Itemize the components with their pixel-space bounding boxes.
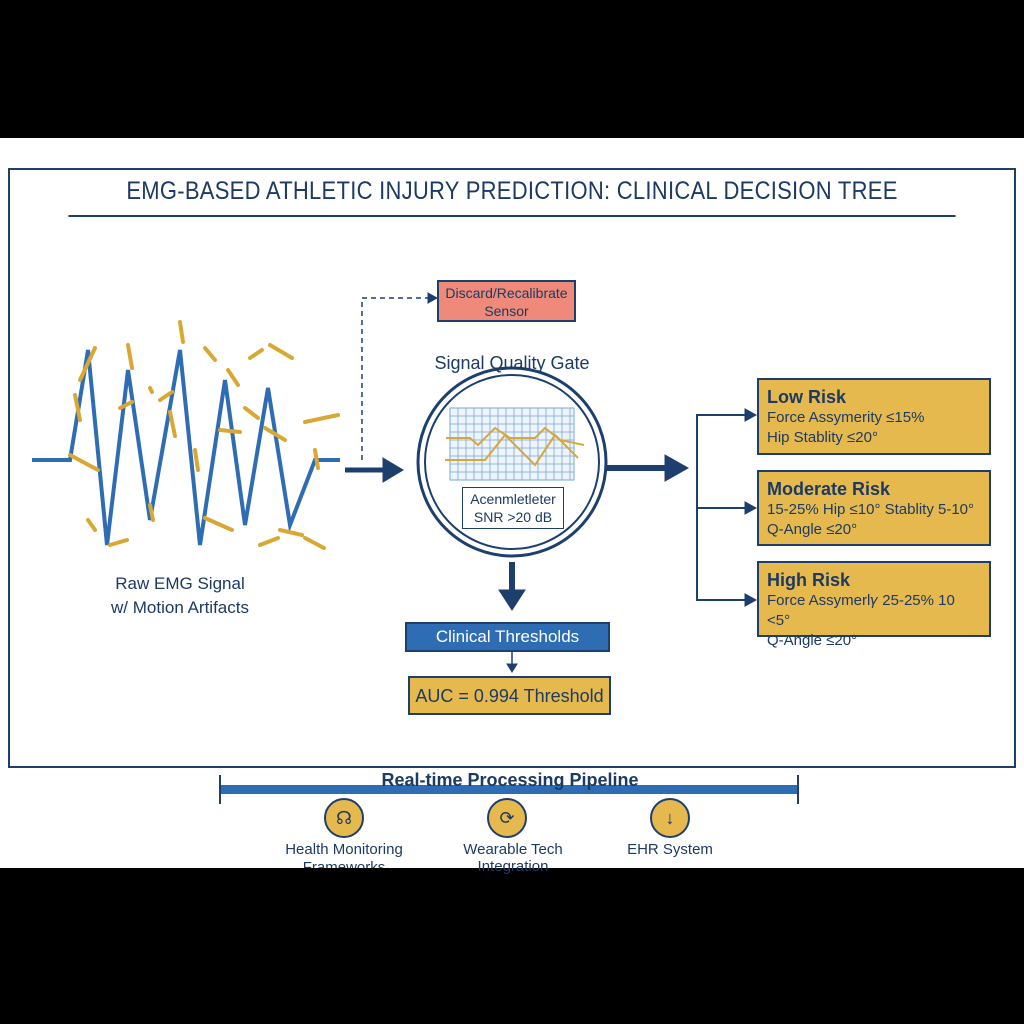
raw-emg-label: Raw EMG Signal w/ Motion Artifacts: [60, 572, 300, 620]
risk-line: Hip Stablity ≤20°: [767, 429, 878, 446]
pipeline-item-wearable: Wearable Tech Integration: [463, 841, 563, 875]
risk-line: 15-25% Hip ≤10° Stablity 5-10°: [767, 501, 975, 518]
risk-line: Force Assymerity ≤15%: [767, 409, 925, 426]
pipeline-bar: [219, 775, 799, 804]
raw-emg-line2: w/ Motion Artifacts: [111, 598, 249, 617]
gate-label1: Acenmletleter: [470, 491, 556, 507]
risk-title: Moderate Risk: [767, 479, 891, 499]
discard-line2: Sensor: [484, 303, 529, 319]
pipeline-item-ehr: EHR System: [627, 841, 713, 858]
diagram-frame: [8, 168, 1016, 768]
ehr-icon: ↓: [650, 798, 690, 838]
emg-signal: [32, 320, 340, 550]
risk-line: Q-Angle ≤20°: [767, 632, 858, 649]
gate-title: Signal Quality Gate: [434, 353, 590, 373]
discard-recalibrate-box: Discard/Recalibrate Sensor: [437, 280, 576, 322]
wearable-icon: ⟳: [487, 798, 527, 838]
clinical-thresholds-box: Clinical Thresholds: [405, 622, 610, 652]
risk-title: High Risk: [767, 570, 851, 590]
risk-line: Q-Angle ≤20°: [767, 521, 858, 538]
pipeline-item-health: Health Monitoring Frameworks: [285, 841, 403, 868]
gate-label-box: Acenmletleter SNR >20 dB: [462, 487, 564, 529]
risk-box-moderate: Moderate Risk 15-25% Hip ≤10° Stablity 5…: [757, 470, 991, 546]
discard-line1: Discard/Recalibrate: [445, 285, 568, 301]
health-icon: ☊: [324, 798, 364, 838]
diagram-title: EMG-BASED ATHLETIC INJURY PREDICTION: CL…: [68, 168, 956, 217]
risk-box-high: High Risk Force Assymerl𝛾 25-25% 10 <5° …: [757, 561, 991, 649]
risk-box-low: Low Risk Force Assymerity ≤15% Hip Stabl…: [757, 378, 991, 455]
raw-emg-line1: Raw EMG Signal: [115, 574, 245, 593]
auc-threshold-box: AUC = 0.994 Threshold: [408, 676, 611, 715]
risk-title: Low Risk: [767, 387, 847, 407]
gate-snr: SNR >20 dB: [473, 509, 553, 525]
pipeline-title: Real-time Processing Pipeline: [381, 770, 639, 790]
risk-line: Force Assymerl𝛾 25-25% 10 <5°: [767, 592, 955, 629]
